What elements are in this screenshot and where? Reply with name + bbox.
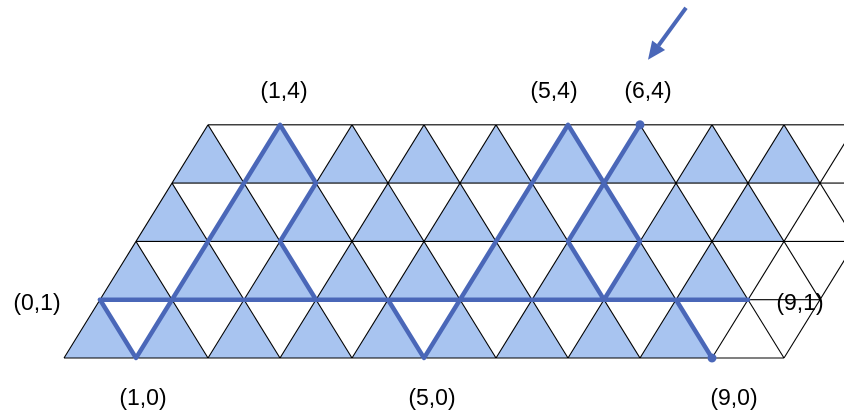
marked-point-dot [635, 120, 645, 130]
antidiagonal-gridline [351, 124, 497, 359]
antidiagonal-gridline [783, 124, 844, 224]
label-9-1: (9,1) [776, 289, 823, 315]
up-triangle [352, 299, 424, 358]
up-triangle [496, 183, 568, 242]
up-triangle [748, 124, 820, 184]
up-triangle [352, 183, 424, 242]
up-triangle [460, 124, 532, 184]
label-5-4: (5,4) [530, 77, 577, 103]
up-triangle [604, 241, 676, 300]
up-triangle [280, 299, 352, 358]
up-triangle [100, 241, 172, 300]
arrow-head [648, 40, 666, 60]
marked-point-dot [707, 353, 717, 363]
up-triangle [64, 299, 136, 358]
diagonal-gridline [783, 259, 844, 359]
label-5-0: (5,0) [408, 384, 455, 410]
up-triangle [676, 241, 748, 300]
label-1-0: (1,0) [119, 384, 166, 410]
up-triangle [676, 124, 748, 184]
lattice-triangles [64, 124, 820, 358]
up-triangle [424, 299, 496, 358]
label-9-0: (9,0) [710, 384, 757, 410]
up-triangle [568, 183, 640, 242]
arrow-shaft [657, 6, 688, 47]
up-triangle [172, 124, 244, 184]
antidiagonal-gridline [171, 182, 281, 359]
up-triangle [208, 299, 280, 358]
antidiagonal-gridline [639, 124, 785, 359]
up-triangle [208, 183, 280, 242]
pointer-arrow [648, 6, 688, 60]
main-zigzag-path [97, 122, 715, 361]
up-triangle [244, 241, 316, 300]
right-zigzag-path [601, 122, 751, 302]
up-triangle [136, 299, 208, 358]
label-1-4: (1,4) [260, 77, 307, 103]
up-triangle [280, 183, 352, 242]
antidiagonal-gridline [711, 124, 821, 300]
up-triangle [424, 183, 496, 242]
up-triangle [640, 183, 712, 242]
label-6-4: (6,4) [624, 77, 671, 103]
up-triangle [532, 241, 604, 300]
up-triangle [496, 299, 568, 358]
up-triangle [460, 241, 532, 300]
up-triangle [388, 124, 460, 184]
up-triangle [712, 183, 784, 242]
up-triangle [316, 124, 388, 184]
up-triangle [388, 241, 460, 300]
up-triangle [604, 124, 676, 184]
up-triangle [244, 124, 316, 184]
marked-points [635, 120, 717, 363]
label-0-1: (0,1) [13, 289, 60, 315]
up-triangle [136, 183, 208, 242]
up-triangle [532, 124, 604, 184]
up-triangle [568, 299, 640, 358]
up-triangle [316, 241, 388, 300]
up-triangle [640, 299, 712, 358]
up-triangle [172, 241, 244, 300]
highlighted-paths [97, 122, 751, 361]
